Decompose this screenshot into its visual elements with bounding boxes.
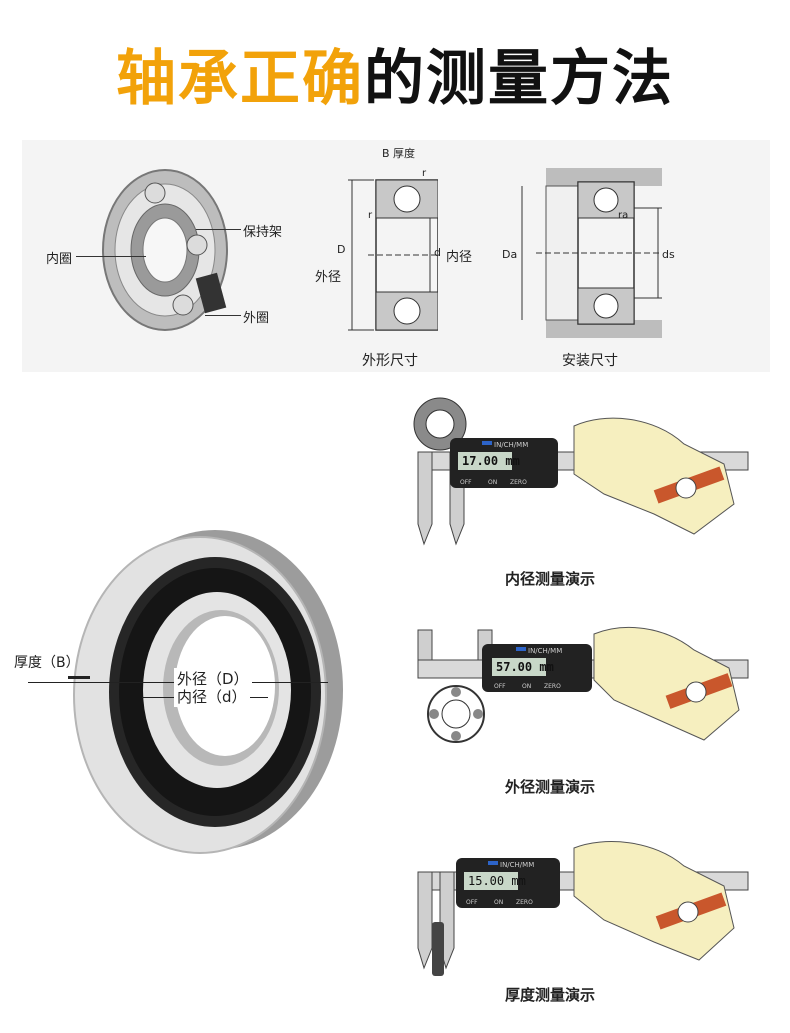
button-zero: ZERO — [516, 899, 533, 906]
readout-text: 57.00 mm — [496, 660, 554, 674]
title-highlight: 轴承正确 — [116, 44, 364, 114]
readout-text: 17.00 mm — [462, 454, 520, 468]
label-photo-outer: 外径（D） — [174, 668, 252, 689]
page-title: 轴承正确的测量方法 — [0, 30, 790, 117]
button-off: OFF — [494, 683, 506, 690]
label-photo-thickness: 厚度（B） — [14, 655, 80, 671]
bearing-anatomy-illustration — [102, 169, 228, 331]
label-inner-ring: 内圈 — [46, 252, 73, 267]
caption-installation-dimensions: 安装尺寸 — [562, 353, 618, 369]
label-thickness-b: B 厚度 — [382, 147, 416, 160]
label-ra: ra — [618, 210, 629, 221]
button-on: ON — [488, 479, 497, 486]
label-photo-inner: 内径（d） — [174, 686, 250, 707]
caption-outline-dimensions: 外形尺寸 — [362, 353, 418, 369]
button-off: OFF — [466, 899, 478, 906]
thickness-demo-illustration: 15.00 mm IN/CH/MM OFF ON ZERO — [417, 841, 749, 976]
readout-text: 15.00 mm — [468, 874, 526, 888]
button-zero: ZERO — [544, 683, 561, 690]
caption-outer-diameter-demo: 外径测量演示 — [505, 778, 596, 796]
label-ds: ds — [662, 248, 675, 261]
leader-line — [196, 229, 241, 230]
caliper-brand: IN/CH/MM — [494, 441, 528, 449]
installation-dimension-drawing — [521, 168, 662, 338]
button-on: ON — [522, 683, 531, 690]
button-on: ON — [494, 899, 503, 906]
caption-inner-diameter-demo: 内径测量演示 — [505, 570, 596, 588]
title-rest: 的测量方法 — [364, 44, 674, 114]
leader-line — [205, 315, 241, 316]
leader-line — [76, 256, 146, 257]
label-r-top: r — [422, 168, 427, 179]
label-outer-ring: 外圈 — [243, 311, 270, 326]
label-r-side: r — [368, 210, 373, 221]
caliper-brand: IN/CH/MM — [528, 647, 562, 655]
outline-dimension-drawing — [348, 179, 438, 331]
button-off: OFF — [460, 479, 472, 486]
outer-diameter-demo-illustration: 57.00 mm IN/CH/MM OFF ON ZERO — [417, 626, 749, 743]
caliper-brand: IN/CH/MM — [500, 861, 534, 869]
inner-diameter-demo-illustration: 17.00 mm IN/CH/MM OFF ON ZERO — [413, 397, 749, 546]
label-D: D — [337, 243, 346, 256]
button-zero: ZERO — [510, 479, 527, 486]
label-inner-diameter: 内径 — [446, 250, 473, 265]
label-d: d — [434, 246, 441, 259]
label-cage: 保持架 — [243, 225, 283, 240]
label-Da: Da — [502, 248, 518, 261]
caption-thickness-demo: 厚度测量演示 — [505, 986, 596, 1004]
label-outer-diameter: 外径 — [315, 270, 342, 285]
thickness-marker — [68, 676, 90, 679]
